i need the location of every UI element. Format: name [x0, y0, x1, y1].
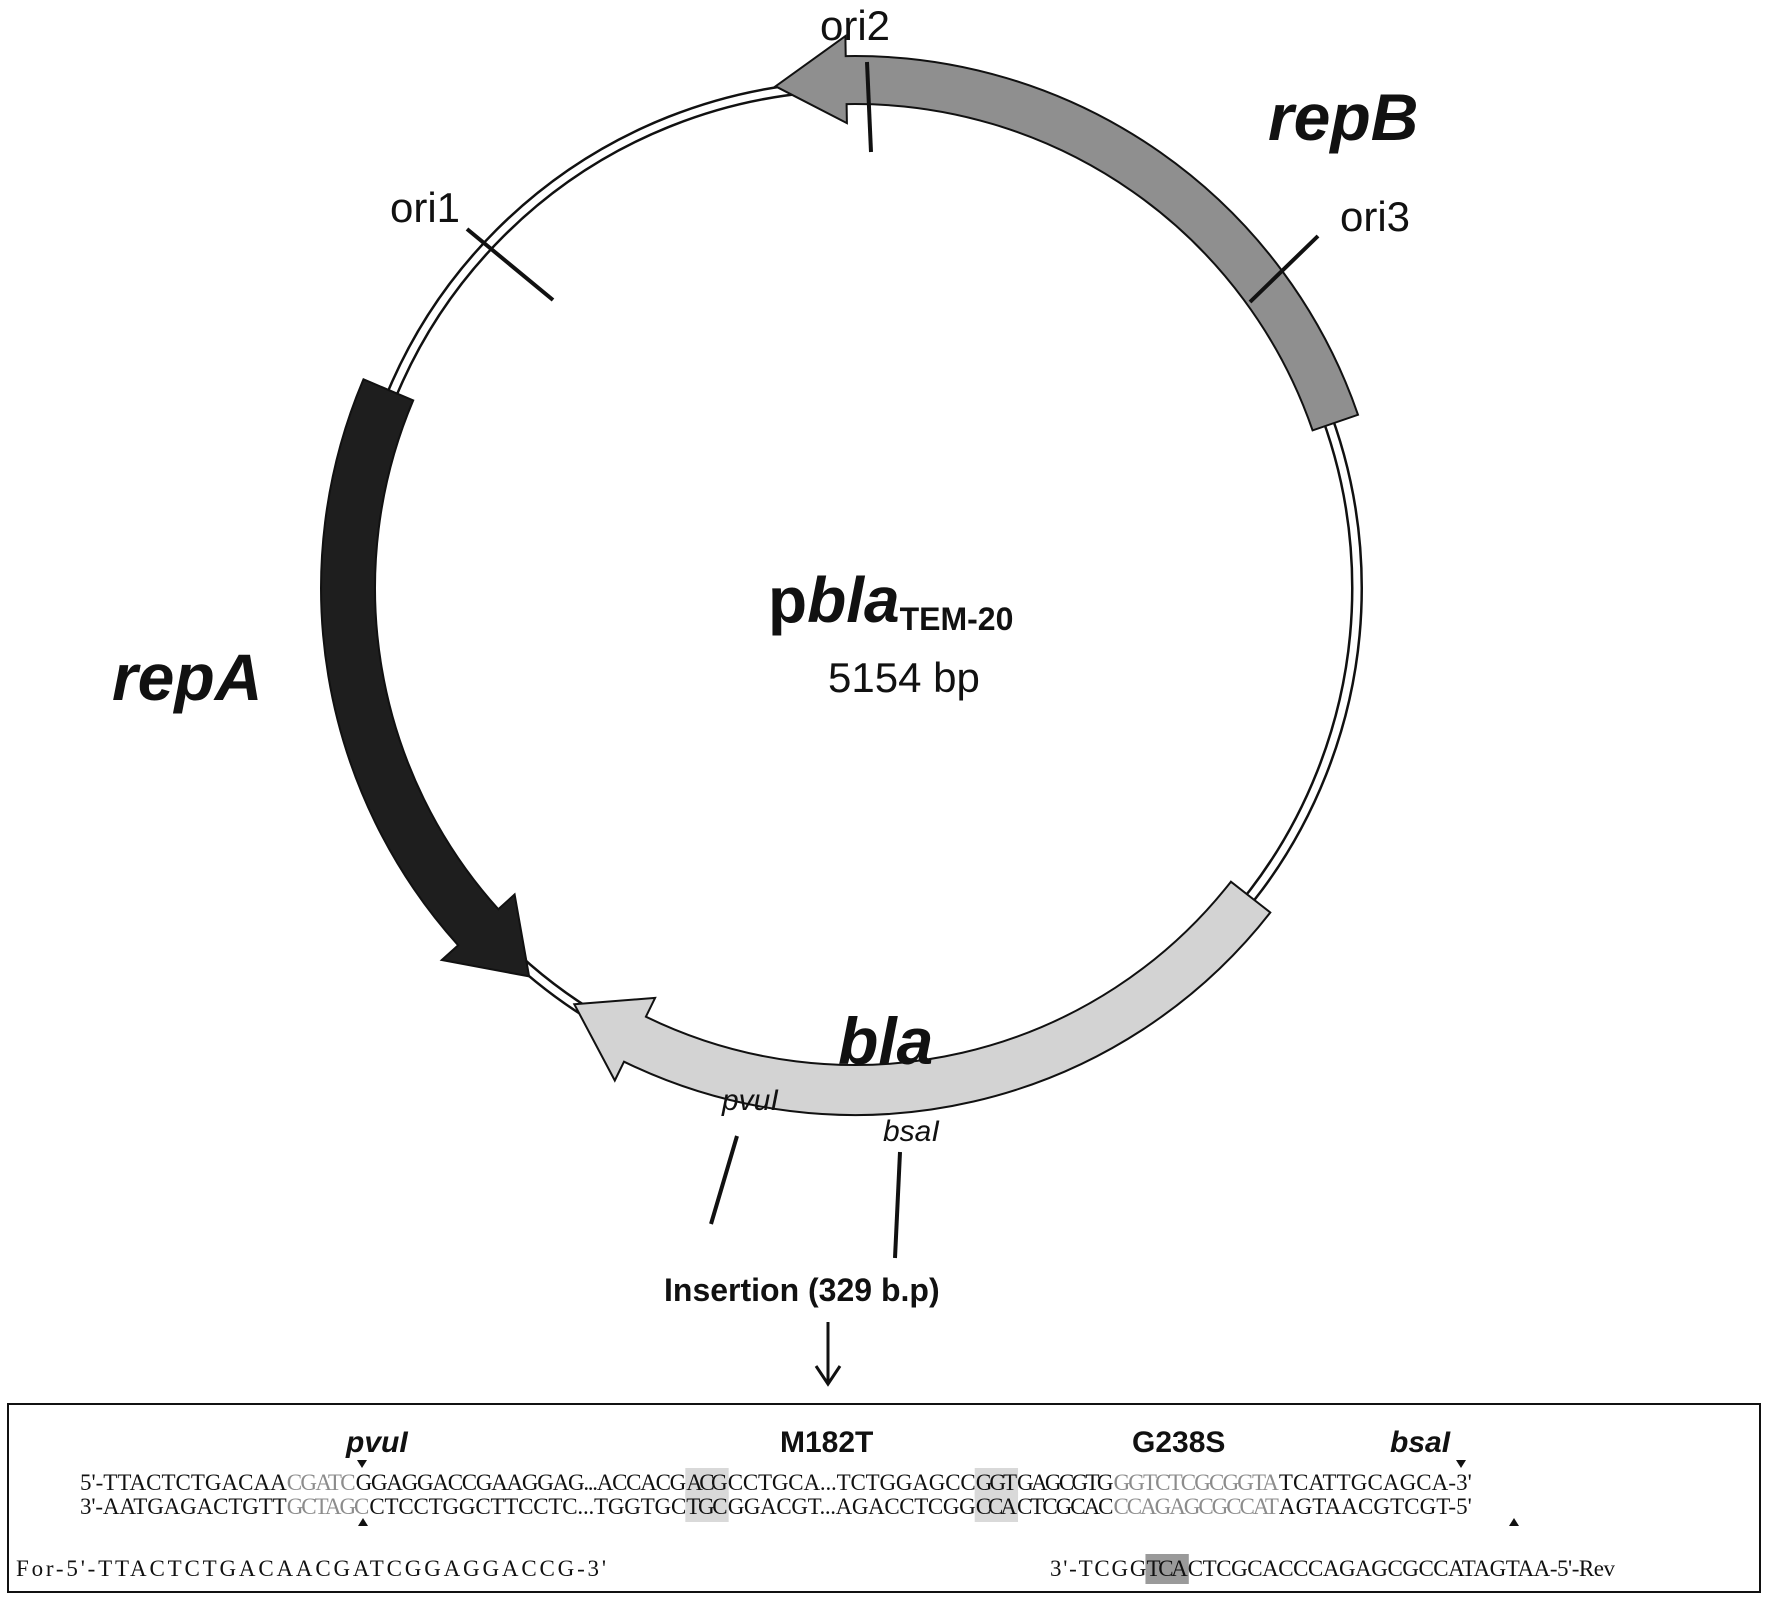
- down-arrow-icon: [814, 1322, 842, 1387]
- sequence-segment: CCAGAGCGCCAT: [1114, 1494, 1279, 1519]
- sequence-segment: GGACGT...AGACCTCGG: [728, 1494, 976, 1519]
- bla-arrow: [572, 880, 1272, 1116]
- ori1-label: ori1: [390, 184, 460, 231]
- bsaI-label: bsaI: [883, 1115, 940, 1148]
- sequence-segment: TGC: [686, 1494, 727, 1519]
- sequence-segment: TCA: [1147, 1556, 1189, 1581]
- sequence-segment: CTCGCACCCAGAGCGCCATAGTAA-5'-Rev: [1188, 1556, 1616, 1581]
- repA-label: repA: [112, 640, 262, 714]
- sequence-segment: GGTCTCGCGGTA: [1114, 1470, 1280, 1495]
- bla-label: bla: [838, 1004, 933, 1078]
- ori2-tick: [865, 61, 873, 153]
- ori3-label: ori3: [1340, 193, 1410, 240]
- sequence-segment: 3'-AATGAGACTGTT: [80, 1494, 287, 1519]
- sequence-segment: CCTGCA...TCTGGAGCC: [728, 1470, 976, 1495]
- sequence-segment: GAGCGTG: [1017, 1470, 1114, 1495]
- codon-highlight: [1145, 1554, 1189, 1584]
- sequence-segment: GGT: [976, 1470, 1017, 1495]
- header-g238s: G238S: [1132, 1426, 1225, 1459]
- codon-highlight: [974, 1492, 1019, 1522]
- forward-primer: For-5'-TTACTCTGACAACGATCGGAGGACCG-3': [16, 1556, 606, 1581]
- repB-label: repB: [1268, 80, 1418, 154]
- sequence-segment: CCA: [976, 1494, 1018, 1519]
- sequence-segment: CTCCTGGCTTCCTC...TGGTGC: [369, 1494, 686, 1519]
- plasmid-name-gene: bla: [807, 564, 899, 636]
- pvuI-bottom-cut-marker: [358, 1518, 368, 1526]
- insertion-label: Insertion (329 b.p): [664, 1272, 940, 1308]
- pvuI-top-cut-marker: [357, 1460, 367, 1468]
- sequence-panel: [7, 1403, 1761, 1593]
- sequence-segment: GCTAGC: [287, 1494, 370, 1519]
- plasmid-name-subscript: TEM-20: [900, 601, 1014, 637]
- header-bsaI: bsaI: [1390, 1426, 1451, 1459]
- ori3-tick: [1248, 234, 1320, 304]
- pvuI-tick: [709, 1135, 739, 1225]
- sequence-segment: CTCGCAC: [1017, 1494, 1114, 1519]
- plasmid-size: 5154 bp: [828, 654, 980, 701]
- sequence-segment: TCATTGCAGCA-3': [1279, 1470, 1472, 1495]
- sequence-segment: GGAGGACCGAAGGAG...ACCACG: [356, 1470, 687, 1495]
- header-m182t: M182T: [780, 1426, 873, 1459]
- repA-arrow: [320, 377, 531, 978]
- sequence-segment: CGATC: [287, 1470, 356, 1495]
- sequence-segment: 5'-TTACTCTGACAA: [80, 1470, 287, 1495]
- plasmid-title: pblaTEM-20: [768, 564, 1013, 637]
- plasmid-name-prefix: p: [768, 564, 807, 636]
- bsaI-top-cut-marker: [1456, 1460, 1466, 1468]
- codon-highlight: [685, 1492, 729, 1522]
- bsaI-bottom-cut-marker: [1509, 1518, 1519, 1526]
- repB-arrow: [773, 34, 1360, 432]
- bsaI-tick: [893, 1151, 902, 1259]
- header-pvuI: pvuI: [345, 1426, 408, 1459]
- ori2-label: ori2: [820, 2, 890, 49]
- pvuI-label: pvuI: [721, 1084, 779, 1117]
- sequence-segment: 3'-TCGG: [1050, 1556, 1147, 1581]
- sequence-segment: AGTAACGTCGT-5': [1279, 1494, 1472, 1519]
- ori1-tick: [465, 227, 555, 302]
- sequence-segment: ACG: [686, 1470, 727, 1495]
